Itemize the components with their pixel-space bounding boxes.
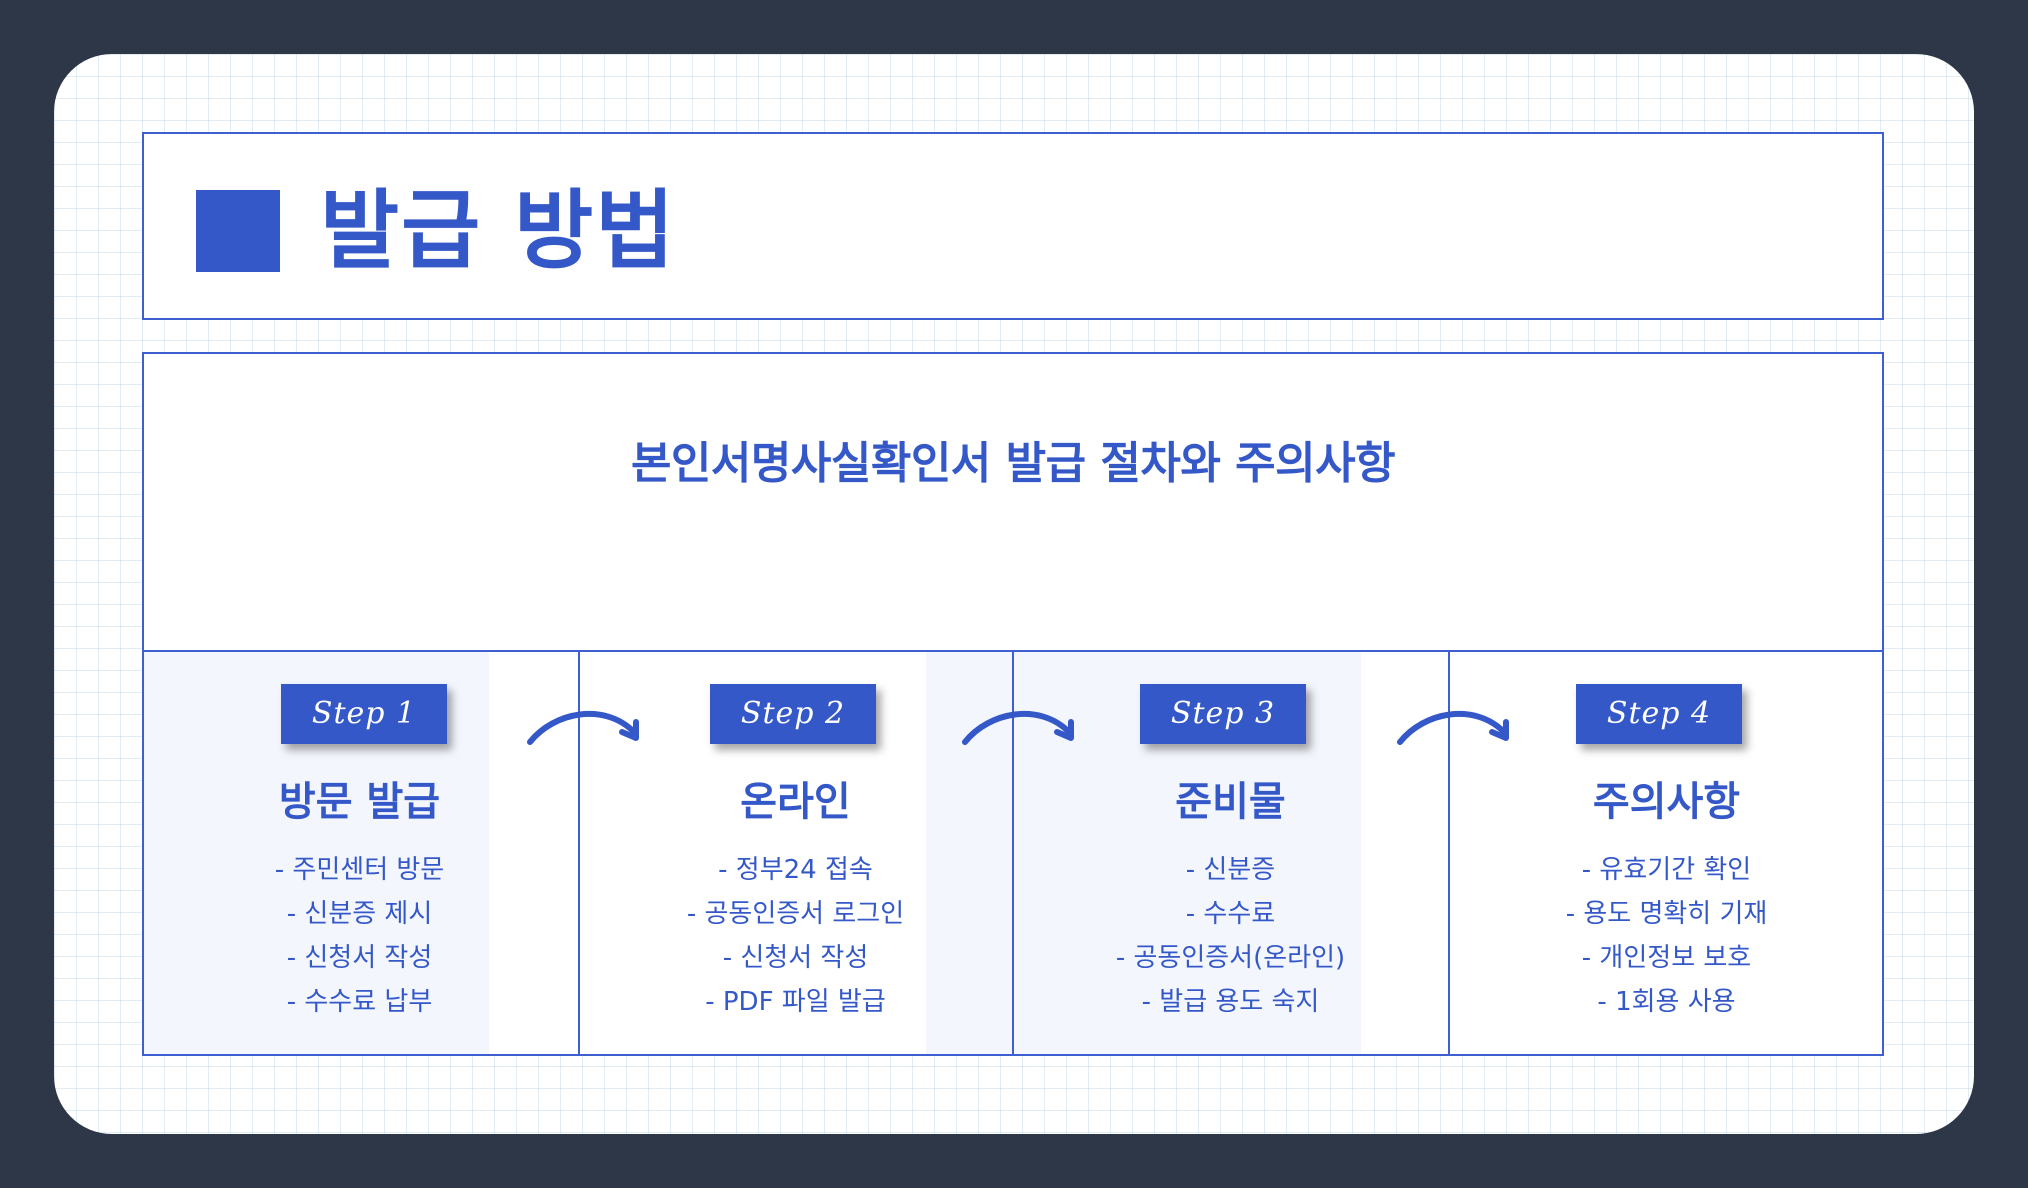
step-list-4: - 유효기간 확인 - 용도 명확히 기재 - 개인정보 보호 - 1회용 사용 (1449, 848, 1884, 1024)
list-item: - 용도 명확히 기재 (1565, 899, 1768, 929)
list-item: - 신분증 (1185, 855, 1276, 885)
step-tag-3: Step 3 (1140, 684, 1306, 744)
list-item: - 주민센터 방문 (274, 855, 445, 885)
list-item: - 수수료 (1185, 899, 1276, 929)
list-item: - PDF 파일 발급 (705, 987, 886, 1017)
curved-arrow-icon (1397, 710, 1509, 745)
list-item: - 신청서 작성 (722, 943, 869, 973)
step-tag-4: Step 4 (1576, 684, 1742, 744)
step-title-3: 준비물 (1175, 779, 1286, 825)
step-title-1: 방문 발급 (278, 779, 441, 825)
step-title-2: 온라인 (740, 779, 851, 825)
page-title: 발급 방법 (320, 181, 677, 281)
list-item: - 1회용 사용 (1597, 987, 1736, 1017)
list-item: - 수수료 납부 (286, 987, 433, 1017)
square-bullet-icon (196, 190, 280, 272)
step-tag-2: Step 2 (710, 684, 876, 744)
list-item: - 유효기간 확인 (1581, 855, 1752, 885)
step-list-3: - 신분증 - 수수료 - 공동인증서(온라인) - 발급 용도 숙지 (1013, 848, 1448, 1024)
step-tag-1: Step 1 (281, 684, 447, 744)
list-item: - 발급 용도 숙지 (1141, 987, 1320, 1017)
subtitle: 본인서명사실확인서 발급 절차와 주의사항 (630, 438, 1396, 489)
list-item: - 개인정보 보호 (1581, 943, 1752, 973)
column-divider (1012, 652, 1014, 1056)
curved-arrow-icon (962, 710, 1074, 745)
step-list-1: - 주민센터 방문 - 신분증 제시 - 신청서 작성 - 수수료 납부 (142, 848, 577, 1024)
steps-divider (142, 650, 1884, 652)
list-item: - 공동인증서(온라인) (1115, 943, 1346, 973)
list-item: - 정부24 접속 (718, 855, 873, 885)
step-title-4: 주의사항 (1592, 779, 1741, 825)
list-item: - 신분증 제시 (286, 899, 433, 929)
header-box (142, 132, 1884, 320)
column-divider (1448, 652, 1450, 1056)
slide: 발급 방법 본인서명사실확인서 발급 절차와 주의사항 Step 1 방문 발급… (54, 54, 1974, 1134)
curved-arrow-icon (527, 710, 639, 745)
step-list-2: - 정부24 접속 - 공동인증서 로그인 - 신청서 작성 - PDF 파일 … (578, 848, 1013, 1024)
list-item: - 신청서 작성 (286, 943, 433, 973)
list-item: - 공동인증서 로그인 (686, 899, 905, 929)
column-divider (578, 652, 580, 1056)
